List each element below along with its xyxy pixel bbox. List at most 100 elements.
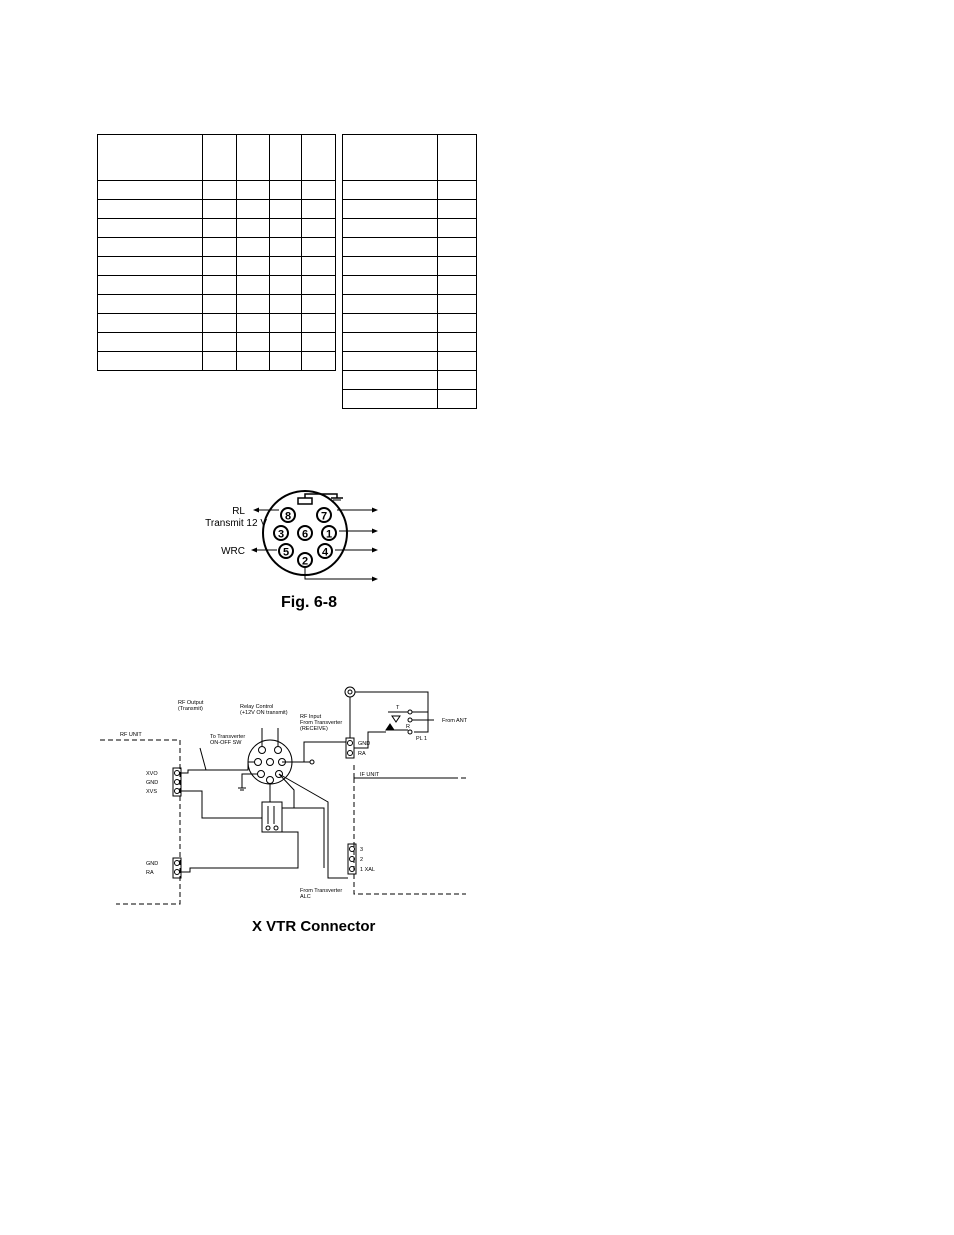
- table-cell: [437, 180, 477, 200]
- table-cell: [268, 256, 303, 276]
- label-rl: RL: [232, 506, 245, 517]
- label-if-pin2: 2: [360, 857, 363, 863]
- table-row: [96, 237, 336, 257]
- table-cell: [437, 237, 477, 257]
- table-cell: [437, 275, 477, 295]
- table-cell: [437, 134, 477, 181]
- table-row: [341, 256, 477, 276]
- label-jack2-pin2: RA: [146, 870, 154, 876]
- label-jack1-pin1: XVO: [146, 771, 158, 777]
- table-cell: [96, 294, 204, 314]
- table-row: [96, 332, 336, 352]
- table-cell: [268, 134, 303, 181]
- label-if-pin3: 3: [360, 847, 363, 853]
- table-cell: [268, 275, 303, 295]
- table-cell: [202, 332, 237, 352]
- pin-6: 6: [297, 525, 313, 541]
- table-cell: [268, 218, 303, 238]
- svg-text:5: 5: [283, 547, 289, 559]
- table-cell: [341, 332, 439, 352]
- table-cell: [341, 275, 439, 295]
- table-cell: [202, 313, 237, 333]
- label-relay-control-2: (+12V ON transmit): [240, 710, 288, 716]
- table-cell: [202, 218, 237, 238]
- table-cell: [202, 180, 237, 200]
- svg-text:3: 3: [278, 529, 284, 541]
- table-row: [341, 389, 477, 409]
- label-to-transverter-1: To Transverter: [210, 734, 245, 740]
- label-rf-output-2: (Transmit): [178, 706, 203, 712]
- table-cell: [301, 351, 336, 371]
- table-cell: [96, 180, 204, 200]
- label-jack3-pin2: RA: [358, 751, 366, 757]
- table-cell: [437, 370, 477, 390]
- label-if-pin1: 1 XAL: [360, 867, 375, 873]
- label-transmit-12v: Transmit 12 V: [205, 518, 267, 529]
- table-cell: [202, 134, 237, 181]
- table-row: [341, 199, 477, 219]
- table-cell: [437, 218, 477, 238]
- table-cell: [96, 256, 204, 276]
- table-cell: [202, 275, 237, 295]
- table-cell: [301, 134, 336, 181]
- table-cell: [437, 256, 477, 276]
- table-row: [341, 294, 477, 314]
- table-cell: [301, 180, 336, 200]
- table-cell: [268, 237, 303, 257]
- table-row: [96, 313, 336, 333]
- svg-text:2: 2: [302, 556, 308, 568]
- table-cell: [341, 134, 439, 181]
- svg-text:6: 6: [302, 529, 308, 541]
- svg-text:4: 4: [322, 547, 329, 559]
- table-cell: [202, 199, 237, 219]
- table-row: [96, 351, 336, 371]
- pin-4: 4: [317, 543, 333, 559]
- table-cell: [437, 351, 477, 371]
- table-cell: [96, 218, 204, 238]
- table-row: [96, 199, 336, 219]
- table-header-row: [341, 134, 477, 181]
- svg-text:8: 8: [285, 511, 291, 523]
- pin-8: 8: [280, 507, 296, 523]
- x-vtr-connector-caption: X VTR Connector: [252, 918, 376, 935]
- table-cell: [341, 199, 439, 219]
- table-cell: [268, 351, 303, 371]
- label-rf-input-1: RF Input: [300, 714, 322, 720]
- table-cell: [235, 313, 270, 333]
- table-cell: [301, 294, 336, 314]
- table-cell: [235, 199, 270, 219]
- table-cell: [235, 275, 270, 295]
- table-cell: [268, 180, 303, 200]
- table-cell: [437, 313, 477, 333]
- table-row: [341, 313, 477, 333]
- table-cell: [301, 275, 336, 295]
- table-row: [341, 275, 477, 295]
- table-right: [341, 134, 477, 409]
- table-row: [341, 370, 477, 390]
- label-if-unit: IF UNIT: [360, 772, 380, 778]
- table-cell: [202, 294, 237, 314]
- table-cell: [341, 237, 439, 257]
- pin-3: 3: [273, 525, 289, 541]
- table-cell: [235, 256, 270, 276]
- table-row: [341, 332, 477, 352]
- label-from-transverter-alc-1: From Transverter: [300, 888, 342, 894]
- table-row: [96, 275, 336, 295]
- table-cell: [341, 256, 439, 276]
- table-cell: [235, 218, 270, 238]
- pin-1: 1: [321, 525, 337, 541]
- label-relay-t: T: [396, 705, 400, 711]
- table-cell: [202, 237, 237, 257]
- table-cell: [96, 199, 204, 219]
- label-jack1-pin2: GND: [146, 780, 158, 786]
- table-cell: [437, 389, 477, 409]
- label-relay-control-1: Relay Control: [240, 704, 273, 710]
- table-cell: [268, 294, 303, 314]
- table-row: [341, 351, 477, 371]
- table-cell: [437, 332, 477, 352]
- table-cell: [301, 332, 336, 352]
- label-from-transverter-alc-2: ALC: [300, 894, 311, 900]
- label-rf-input-2: From Transverter: [300, 720, 342, 726]
- table-cell: [301, 237, 336, 257]
- table-cell: [96, 134, 204, 181]
